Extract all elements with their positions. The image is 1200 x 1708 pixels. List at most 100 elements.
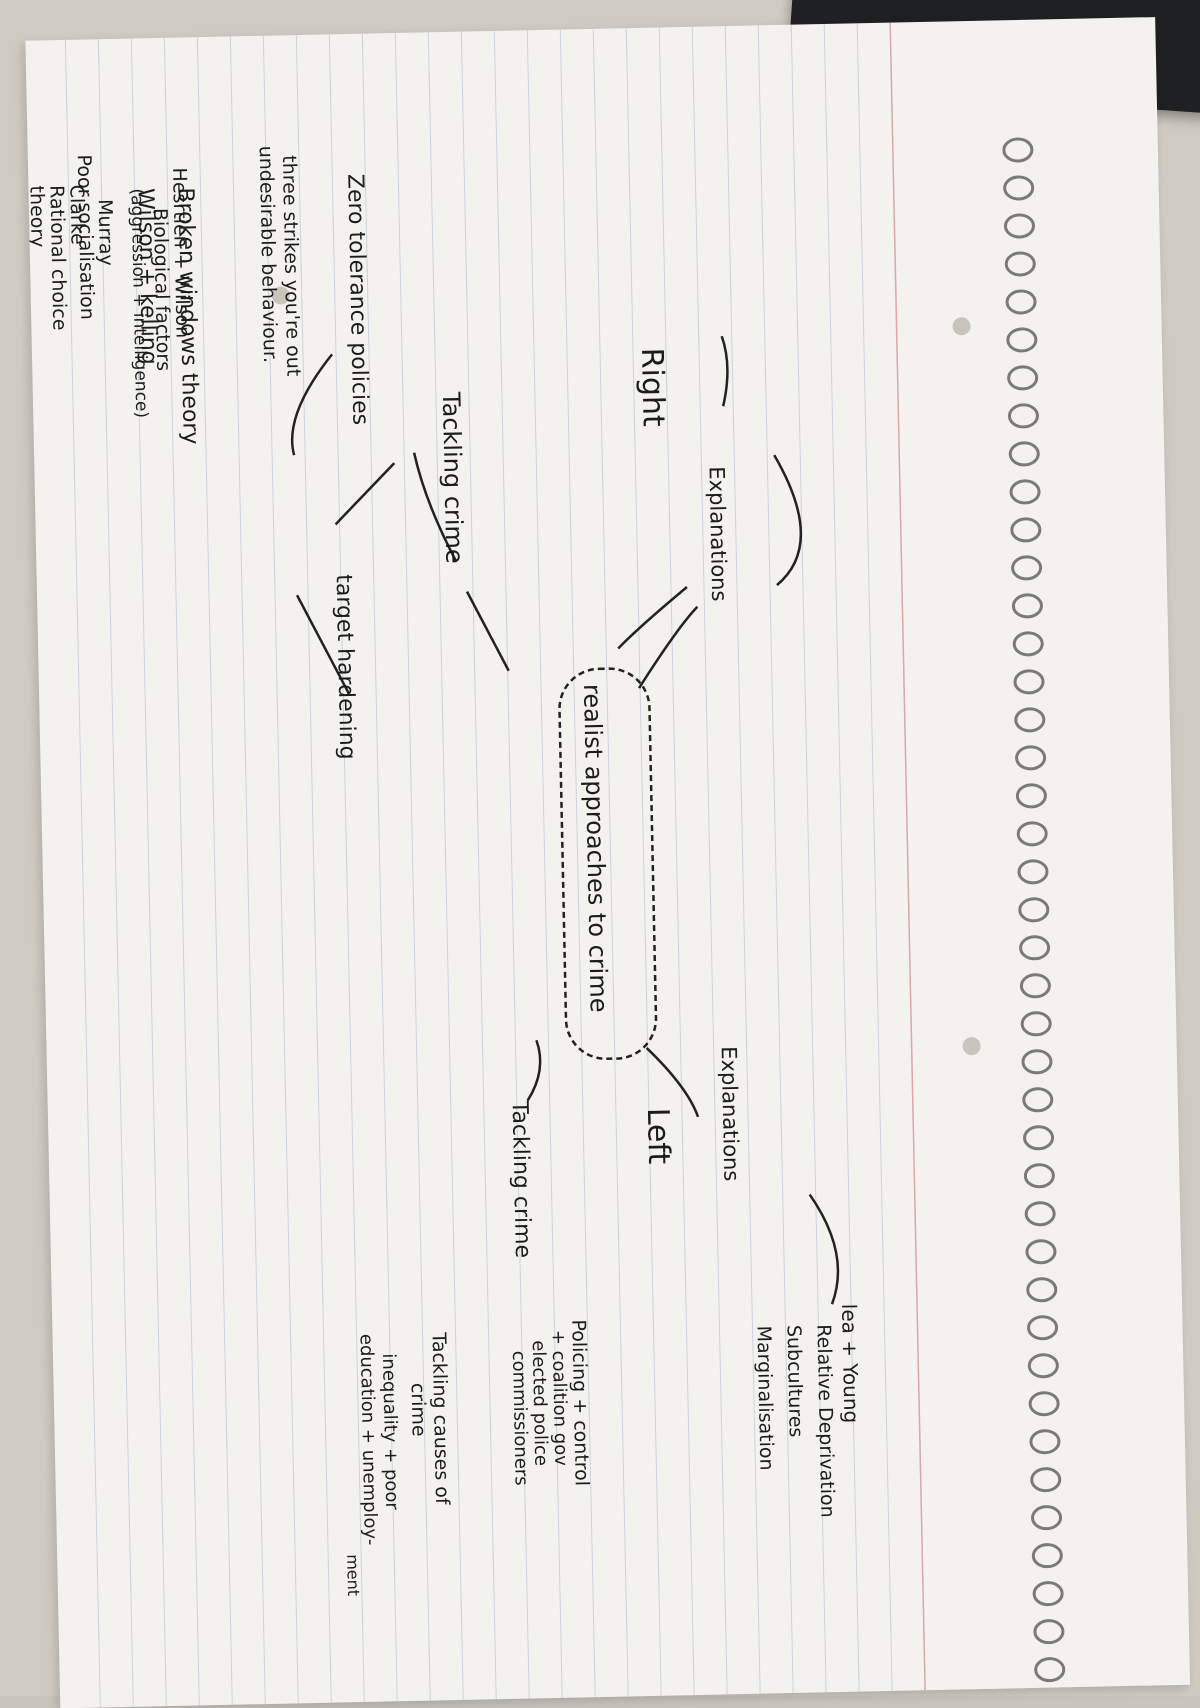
- spiral-ring: [1024, 1201, 1056, 1227]
- ruled-line: [559, 29, 596, 1698]
- ruled-line: [229, 36, 266, 1705]
- murray: Murray: [94, 199, 117, 266]
- ruled-line: [493, 30, 530, 1699]
- spiral-ring: [1011, 555, 1043, 581]
- spiral-ring: [1023, 1125, 1055, 1151]
- zero-tolerance: Zero tolerance policies: [342, 174, 372, 426]
- spiral-ring: [1020, 1011, 1052, 1037]
- left-branch: Left Explanations lea + Young Relative D…: [343, 1046, 863, 1596]
- ruled-line: [856, 23, 893, 1691]
- notebook-page: realist approaches to crime Right Explan…: [25, 17, 1191, 1708]
- bullet-marginalisation: Marginalisation: [752, 1325, 777, 1470]
- spiral-ring: [1007, 403, 1039, 429]
- policing-control: Policing + control: [567, 1319, 592, 1486]
- spiral-ring: [1019, 935, 1051, 961]
- spiral-ring: [1004, 251, 1036, 277]
- spiral-ring: [1013, 669, 1045, 695]
- ruled-line: [394, 32, 431, 1701]
- spiral-ring: [1015, 783, 1047, 809]
- spiral-ring: [1030, 1467, 1062, 1493]
- ruled-line: [295, 35, 332, 1703]
- spiral-ring: [1007, 365, 1039, 391]
- ruled-line: [196, 37, 233, 1705]
- spiral-ring: [1019, 973, 1051, 999]
- spiral-ring: [1010, 517, 1042, 543]
- spiral-ring: [1006, 327, 1038, 353]
- lea-young: lea + Young: [837, 1304, 863, 1424]
- punch-hole: [271, 286, 290, 305]
- ruled-line: [691, 26, 728, 1695]
- wilson-kelling: Wilson + kelling: [132, 188, 161, 365]
- right-branch: Right Explanations Hesrtien + Wilson Bio…: [25, 146, 731, 760]
- punch-hole: [952, 317, 971, 336]
- spiral-ring: [1016, 821, 1048, 847]
- margin-line: [889, 22, 926, 1691]
- ruled-line: [757, 25, 794, 1694]
- spiral-ring: [1008, 441, 1040, 467]
- poor-socialisation: Poor socialisation: [73, 154, 98, 320]
- inequality-poor: inequality + poor: [378, 1353, 402, 1510]
- spiral-ring: [1014, 707, 1046, 733]
- rational-choice: Rational choice: [45, 185, 70, 331]
- hernstein-wilson: Hesrtien + Wilson: [168, 167, 194, 338]
- spiral-ring: [1017, 859, 1049, 885]
- ruled-line: [658, 27, 695, 1696]
- coalition-gov: + coalition gov: [547, 1330, 571, 1467]
- broken-windows: Broken windows theory: [172, 187, 202, 445]
- spiral-ring: [1002, 137, 1034, 163]
- central-cloud: realist approaches to crime: [558, 667, 658, 1061]
- ruled-line: [724, 26, 761, 1694]
- spiral-ring: [1021, 1049, 1053, 1075]
- ruled-line: [361, 33, 398, 1702]
- left-tackling-crime: Tackling crime: [507, 1099, 535, 1258]
- target-hardening: target hardening: [331, 574, 360, 760]
- theory: theory: [25, 185, 48, 247]
- left-explanations: Explanations: [717, 1046, 744, 1182]
- bullet-subcultures: Subcultures: [782, 1325, 806, 1438]
- causes-crime: crime: [407, 1383, 430, 1437]
- ruled-line: [625, 28, 662, 1696]
- spiral-ring: [1027, 1353, 1059, 1379]
- spiral-ring: [1032, 1581, 1064, 1607]
- punch-hole: [962, 1037, 981, 1056]
- ment: ment: [343, 1554, 363, 1596]
- spiral-ring: [1031, 1543, 1063, 1569]
- spiral-ring: [1011, 593, 1043, 619]
- spiral-ring: [1012, 631, 1044, 657]
- ruled-line: [592, 28, 629, 1697]
- left-title: Left: [640, 1107, 676, 1164]
- spiral-binding: [1002, 137, 1066, 1683]
- ruled-line: [262, 35, 299, 1704]
- spiral-ring: [1033, 1619, 1065, 1645]
- center-topic: realist approaches to crime: [578, 684, 613, 1013]
- spiral-ring: [1022, 1087, 1054, 1113]
- connector-arrows: [290, 335, 840, 1305]
- spiral-ring: [1003, 213, 1035, 239]
- ruled-lines: [64, 23, 893, 1708]
- spiral-ring: [1015, 745, 1047, 771]
- spiral-ring: [1027, 1315, 1059, 1341]
- ruled-line: [823, 23, 860, 1692]
- ruled-line: [526, 30, 563, 1698]
- spiral-ring: [1034, 1657, 1066, 1683]
- undesirable-behaviour: undesirable behaviour.: [255, 146, 282, 364]
- spiral-ring: [1025, 1239, 1057, 1265]
- spiral-ring: [1009, 479, 1041, 505]
- elected-police: elected police: [528, 1340, 552, 1466]
- tackling-causes: Tackling causes of: [427, 1331, 453, 1506]
- ruled-line: [97, 39, 134, 1707]
- spiral-ring: [1028, 1391, 1060, 1417]
- education-unemploy: education + unemploy-: [356, 1334, 381, 1546]
- right-tackling-crime: Tackling crime: [437, 391, 469, 564]
- clarke: Clarke: [65, 184, 88, 244]
- right-explanations: Explanations: [704, 466, 731, 602]
- ruled-line: [328, 34, 365, 1703]
- spiral-ring: [1023, 1163, 1055, 1189]
- spiral-ring: [1003, 175, 1035, 201]
- spiral-ring: [1031, 1505, 1063, 1531]
- ruled-line: [427, 32, 464, 1700]
- ruled-line: [790, 24, 827, 1693]
- spiral-ring: [1005, 289, 1037, 315]
- spiral-ring: [1026, 1277, 1058, 1303]
- right-title: Right: [634, 347, 671, 427]
